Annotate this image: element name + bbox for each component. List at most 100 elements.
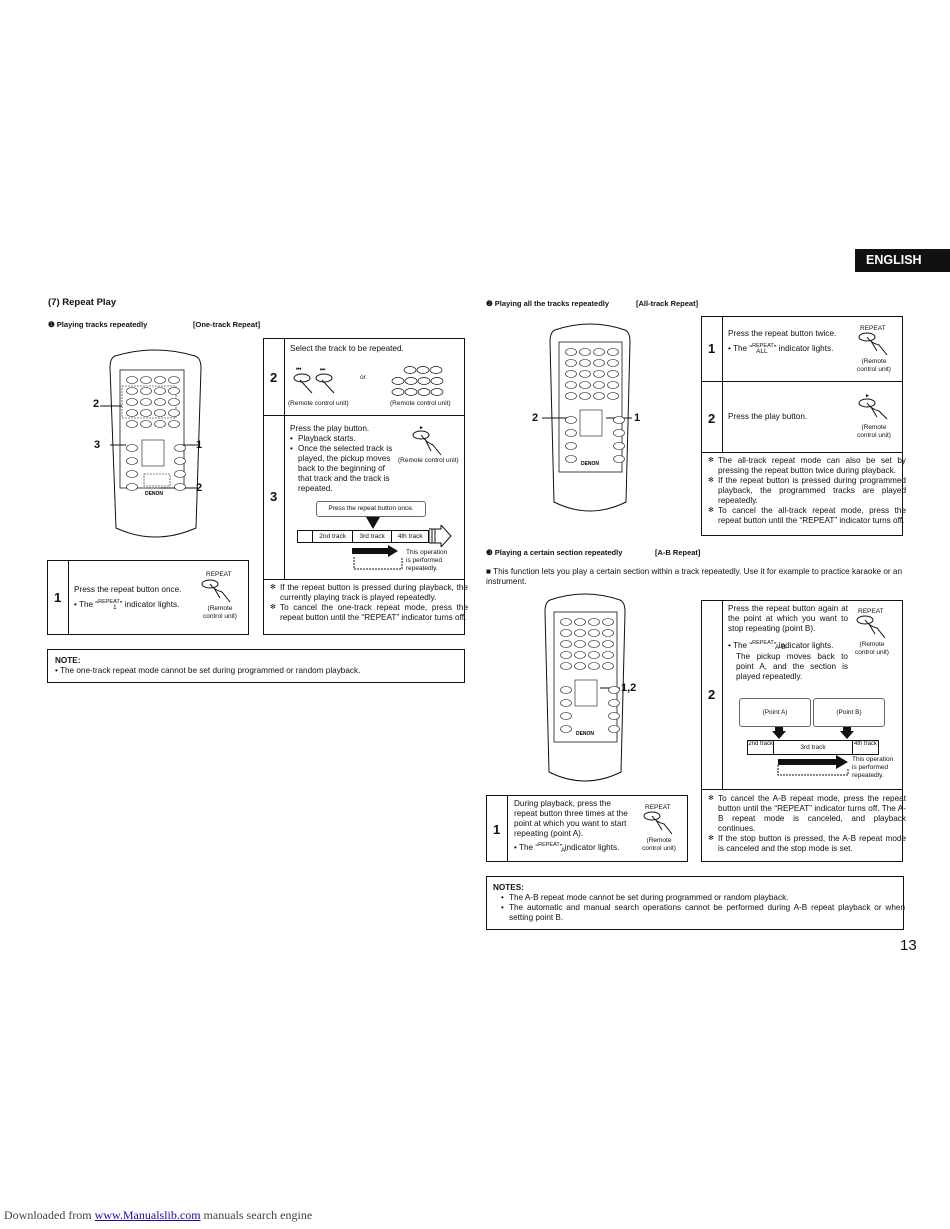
remote-key [593, 381, 605, 389]
hand-press-icon [858, 332, 888, 356]
remote-key [565, 392, 577, 400]
remote-key [593, 392, 605, 400]
callout: 1,2 [621, 682, 637, 694]
callout: 2 [93, 398, 100, 410]
remote-key [602, 618, 614, 626]
remote-key [168, 409, 180, 417]
remote-key [588, 640, 600, 648]
remote-key [174, 483, 186, 491]
ab-heading: ❸ Playing a certain section repeatedly [486, 548, 623, 557]
remote-key [574, 629, 586, 637]
remote-key [565, 348, 577, 356]
remote-key [579, 392, 591, 400]
remote-key [579, 359, 591, 367]
remote-key [613, 429, 625, 437]
remote-key [613, 455, 625, 463]
remote-key [560, 686, 572, 694]
remote-key [588, 662, 600, 670]
hand-press-icon [643, 811, 673, 835]
remote-key [126, 483, 138, 491]
remote-key [140, 420, 152, 428]
callout: 2 [532, 412, 539, 424]
hand-press-icon [201, 579, 231, 603]
remote-key [560, 629, 572, 637]
remote-key [579, 370, 591, 378]
ab-tag: [A-B Repeat] [655, 548, 701, 557]
remote-key [607, 392, 619, 400]
language-tab: ENGLISH [855, 249, 950, 272]
remote-illustration-one-track: DENON [100, 349, 202, 538]
remote-key [154, 398, 166, 406]
callout: 2 [196, 482, 203, 494]
ab-step1-box: 1 During playback, press the repeat butt… [486, 795, 688, 862]
remote-key [607, 348, 619, 356]
remote-key [579, 348, 591, 356]
svg-text:►: ► [865, 393, 870, 399]
remote-key [565, 370, 577, 378]
remote-keypad [126, 376, 186, 491]
remote-key [154, 376, 166, 384]
remote-key [602, 662, 614, 670]
remote-key [574, 640, 586, 648]
ab-step2-box: 2 Press the repeat button again at the p… [701, 600, 906, 862]
remote-key [140, 387, 152, 395]
remote-key [154, 409, 166, 417]
remote-key [565, 416, 577, 424]
callout: 3 [94, 439, 101, 451]
ab-notes-box: NOTES: The A-B repeat mode cannot be set… [486, 876, 905, 930]
remote-key [174, 444, 186, 452]
remote-key [565, 429, 577, 437]
remote-key [560, 699, 572, 707]
remote-key [608, 712, 620, 720]
manualslib-link[interactable]: www.Manualslib.com [94, 1208, 201, 1222]
track-strip: 2nd track 3rd track 4th track [297, 530, 429, 543]
remote-keypad [560, 618, 620, 733]
ab-intro: ■ This function lets you play a certain … [486, 567, 903, 586]
play-hand-icon: ► [412, 425, 442, 456]
remote-key [593, 370, 605, 378]
remote-key [608, 699, 620, 707]
remote-illustration-ab: DENON [544, 593, 626, 782]
svg-text:⏮: ⏮ [296, 367, 302, 373]
ab-track-strip: 2nd track 3rd track 4th track [747, 740, 879, 755]
play-hand-icon: ► [858, 393, 888, 420]
remote-key [560, 662, 572, 670]
remote-key [607, 381, 619, 389]
page-number: 13 [900, 937, 917, 954]
one-track-note-box: NOTE: • The one-track repeat mode cannot… [47, 649, 465, 683]
remote-illustration-all-track: DENON [542, 323, 632, 512]
remote-key [168, 376, 180, 384]
one-track-heading: ❶ Playing tracks repeatedly [48, 320, 148, 329]
svg-text:DENON: DENON [581, 461, 599, 467]
hand-press-icon [856, 615, 886, 639]
remote-key [140, 376, 152, 384]
remote-key [154, 420, 166, 428]
remote-key [140, 398, 152, 406]
footer: Downloaded from www.Manualslib.com manua… [4, 1208, 313, 1222]
remote-key [560, 725, 572, 733]
remote-key [560, 651, 572, 659]
remote-key [174, 457, 186, 465]
remote-key [588, 618, 600, 626]
remote-key [608, 686, 620, 694]
remote-key [168, 420, 180, 428]
all-track-steps-box: 1 Press the repeat button twice. • The “… [701, 316, 906, 536]
svg-text:⏭: ⏭ [320, 367, 326, 373]
remote-key [565, 381, 577, 389]
svg-text:DENON: DENON [576, 731, 594, 737]
remote-key [126, 457, 138, 465]
repeat-label: REPEAT [206, 571, 232, 578]
remote-key [613, 442, 625, 450]
remote-key [602, 651, 614, 659]
section-title: (7) Repeat Play [48, 297, 117, 308]
remote-key [608, 725, 620, 733]
remote-key [560, 712, 572, 720]
remote-key [565, 359, 577, 367]
remote-key [560, 640, 572, 648]
skip-buttons-icon: ⏮⏭ [293, 367, 335, 394]
remote-key [574, 662, 586, 670]
one-track-steps-box: 2 Select the track to be repeated. ⏮⏭ or… [263, 338, 468, 635]
remote-key [588, 651, 600, 659]
remote-key [565, 455, 577, 463]
callout: 1 [634, 412, 641, 424]
